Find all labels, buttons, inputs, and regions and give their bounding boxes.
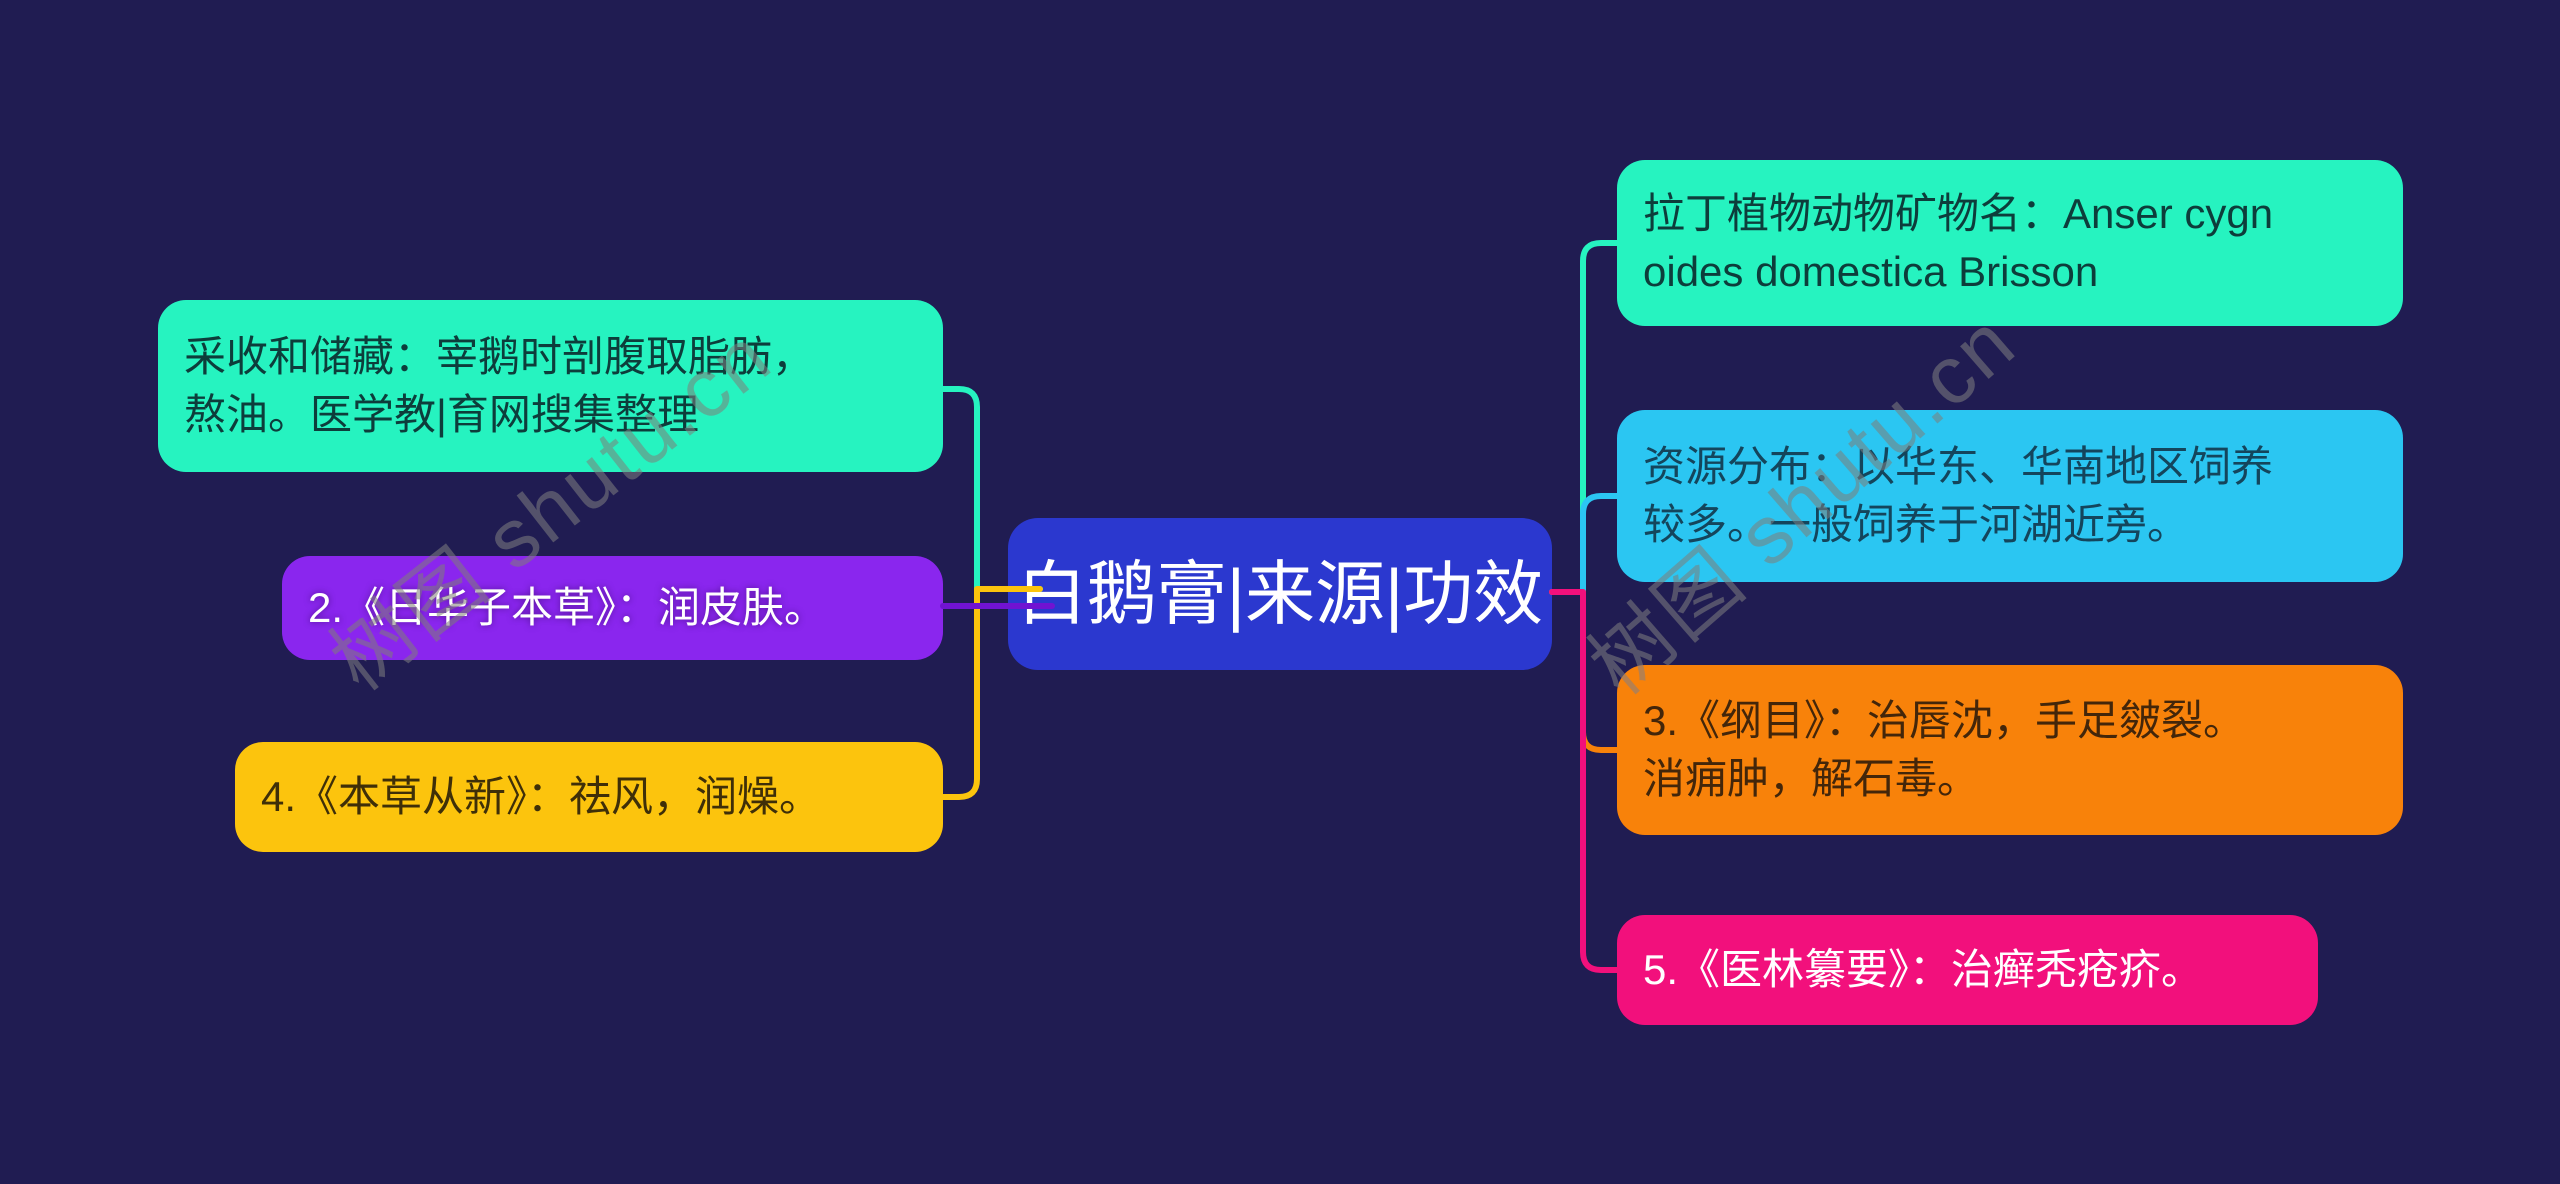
edge-root-to-resource-distribution [1549,493,1622,595]
node-text-line: oides domestica Brisson [1643,248,2099,295]
node-text-line: 拉丁植物动物矿物名：Anser cygn [1643,190,2274,237]
node-resource-distribution[interactable]: 资源分布：以华东、华南地区饲养 较多。一般饲养于河湖近旁。 [1617,410,2403,582]
edge-root-to-latin-name [1549,240,1622,595]
node-harvest-storage[interactable]: 采收和储藏：宰鹅时剖腹取脂肪， 熬油。医学教|育网搜集整理 [158,300,943,472]
node-yilin-zuanyao[interactable]: 5.《医林纂要》：治癣秃疮疥。 [1617,915,2318,1025]
central-topic-label: 白鹅膏|来源|功效 [1016,555,1544,633]
node-text-line: 熬油。医学教|育网搜集整理 [184,391,699,438]
edge-root-to-gangmu [1549,589,1622,753]
node-text-line: 5.《医林纂要》：治癣秃疮疥。 [1643,946,2204,993]
node-text-line: 资源分布：以华东、华南地区饲养 [1643,443,2274,490]
node-text-line: 4.《本草从新》：祛风，润燥。 [261,773,822,820]
central-topic-node[interactable]: 白鹅膏|来源|功效 [1008,518,1552,670]
node-text-line: 采收和储藏：宰鹅时剖腹取脂肪， [184,333,815,380]
node-gangmu[interactable]: 3.《纲目》：治唇沈，手足皴裂。 消痈肿，解石毒。 [1617,665,2403,835]
node-text-line: 2.《日华子本草》：润皮肤。 [308,584,827,631]
node-latin-name[interactable]: 拉丁植物动物矿物名：Anser cygn oides domestica Bri… [1617,160,2403,326]
node-bencao-congxin[interactable]: 4.《本草从新》：祛风，润燥。 [235,742,943,852]
edge-root-to-yilin-zuanyao [1549,589,1622,973]
node-text-line: 较多。一般饲养于河湖近旁。 [1643,501,2190,548]
node-text-line: 3.《纲目》：治唇沈，手足皴裂。 [1643,697,2246,744]
node-text-line: 消痈肿，解石毒。 [1643,755,1980,802]
node-rihuazi-bencao[interactable]: 2.《日华子本草》：润皮肤。 [282,556,943,660]
